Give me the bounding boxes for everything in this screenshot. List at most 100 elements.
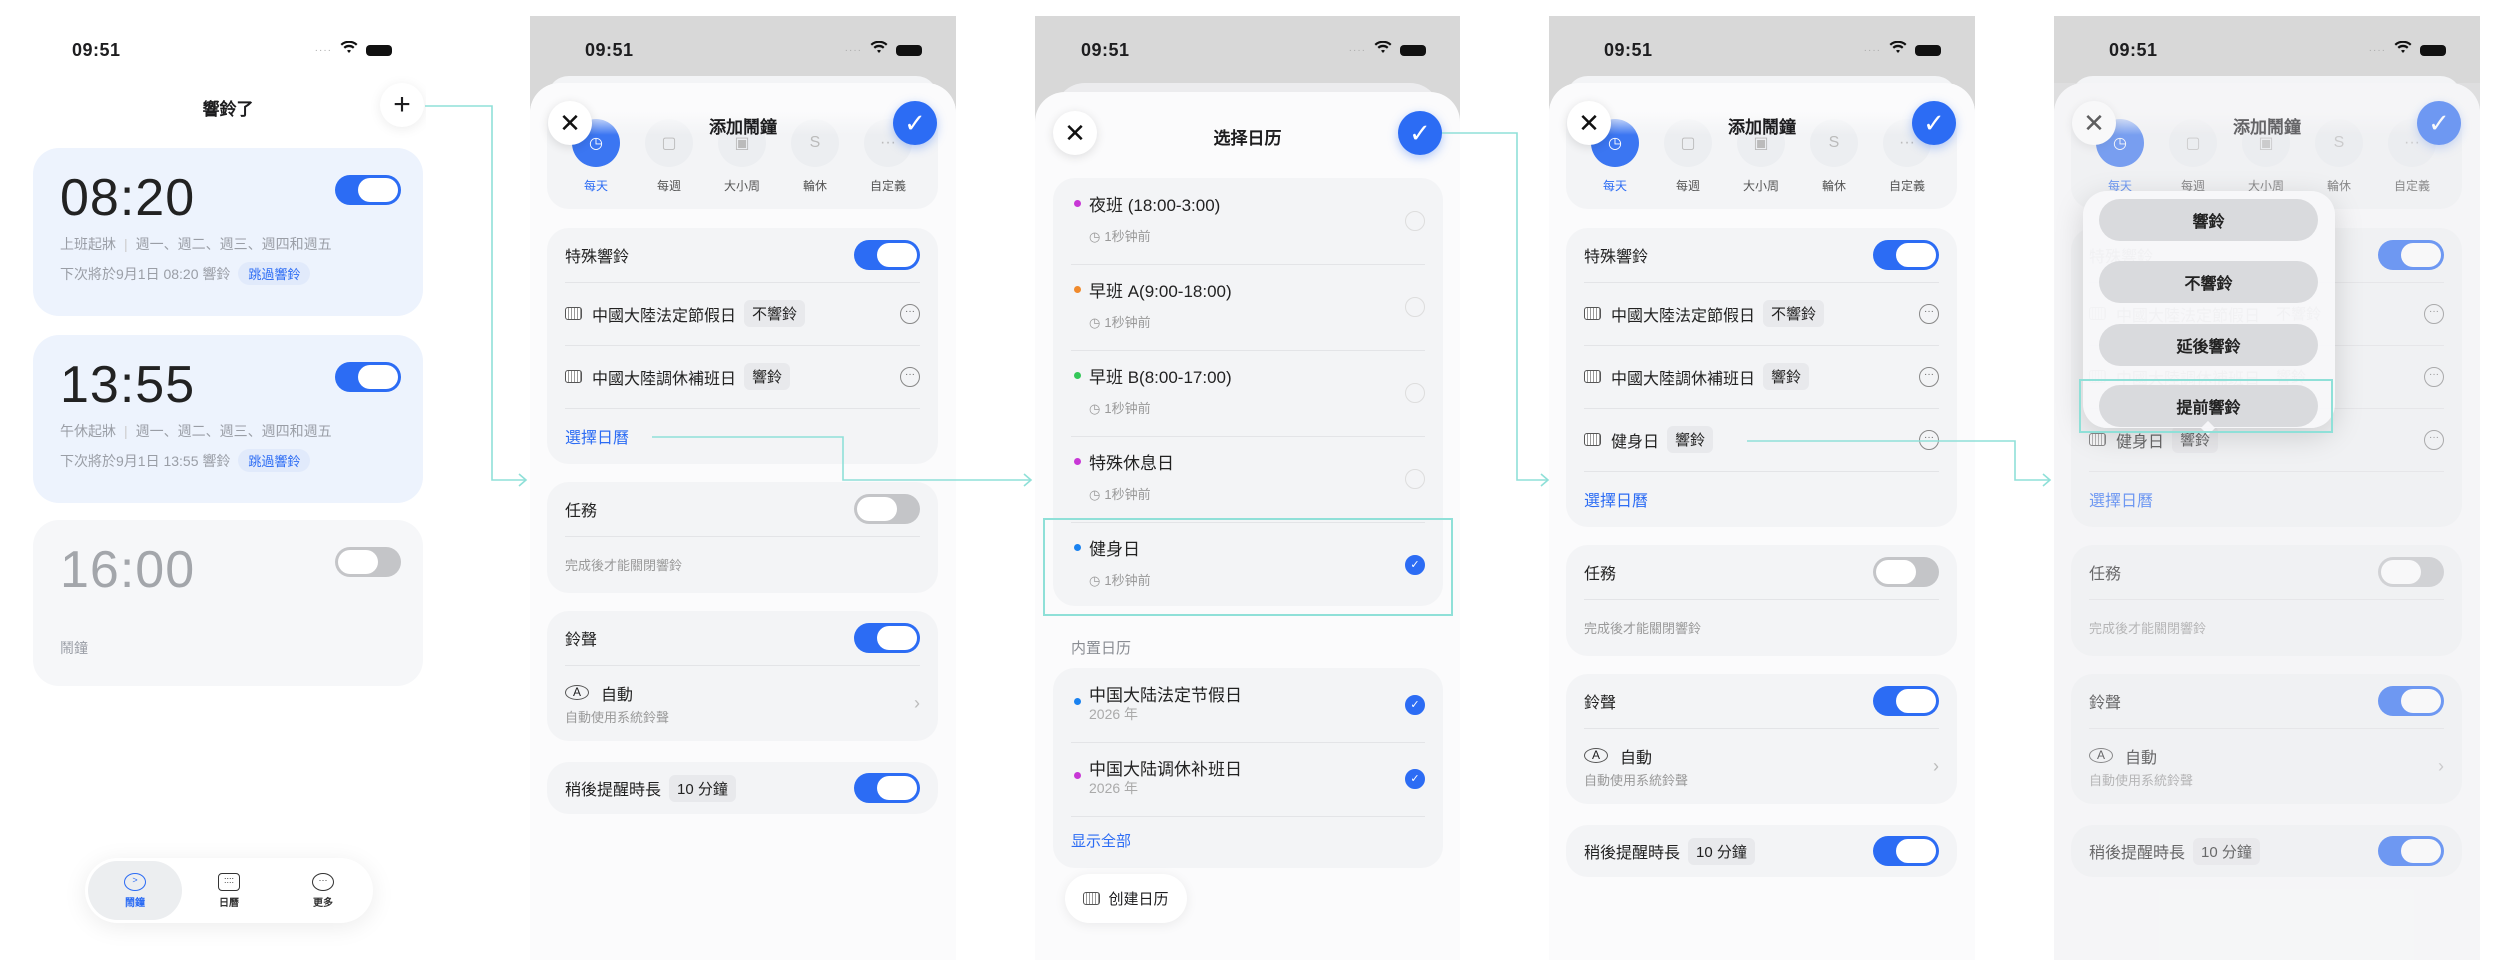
close-button[interactable]: ✕ xyxy=(548,101,592,145)
confirm-button[interactable]: ✓ xyxy=(893,101,937,145)
freq-option-3[interactable]: 輪休 xyxy=(802,179,827,193)
freq-option-1[interactable]: 每週 xyxy=(1675,179,1700,193)
freq-option-4[interactable]: 自定義 xyxy=(2393,179,2430,193)
freq-option-1[interactable]: 每週 xyxy=(2180,179,2205,193)
more-options-icon[interactable]: ··· xyxy=(1919,429,1939,450)
calendar-item[interactable]: 特殊休息日◷1秒钟前 xyxy=(1053,436,1443,522)
select-calendar-row[interactable]: 選擇日曆 xyxy=(1566,471,1957,527)
ring-mode-tag[interactable]: 響鈴 xyxy=(744,363,791,390)
close-button[interactable]: ✕ xyxy=(1053,111,1097,155)
snooze-duration[interactable]: 10 分鐘 xyxy=(2193,837,2260,865)
skip-ring-button[interactable]: 跳過響鈴 xyxy=(238,449,311,472)
special-ring-toggle[interactable] xyxy=(2378,240,2444,270)
freq-option-1[interactable]: 每週 xyxy=(656,179,681,193)
ring-mode-tag[interactable]: 響鈴 xyxy=(1763,363,1810,390)
select-calendar-row[interactable]: 選擇日曆 xyxy=(547,408,938,464)
skip-ring-button[interactable]: 跳過響鈴 xyxy=(238,262,311,285)
freq-option-3[interactable]: 輪休 xyxy=(2326,179,2351,193)
snooze-toggle[interactable] xyxy=(854,773,920,803)
ring-mode-tag[interactable]: 不響鈴 xyxy=(1763,300,1825,327)
snooze-toggle[interactable] xyxy=(2378,836,2444,866)
popup-option-3[interactable]: 提前響鈴 xyxy=(2099,385,2318,427)
calendar-item[interactable]: 早班 B(8:00-17:00)◷1秒钟前 xyxy=(1053,350,1443,436)
more-options-icon[interactable]: ··· xyxy=(2424,303,2444,324)
calendar-rule-row[interactable]: 健身日響鈴··· xyxy=(2071,408,2462,471)
task-toggle[interactable] xyxy=(854,494,920,524)
more-options-icon[interactable]: ··· xyxy=(1919,303,1939,324)
popup-option-2[interactable]: 延後響鈴 xyxy=(2099,324,2318,366)
show-all-link[interactable]: 显示全部 xyxy=(1071,833,1132,850)
freq-option-4[interactable]: 自定義 xyxy=(1888,179,1925,193)
checked-icon[interactable]: ✓ xyxy=(1405,769,1425,789)
calendar-item[interactable]: 早班 A(9:00-18:00)◷1秒钟前 xyxy=(1053,264,1443,350)
unchecked-radio[interactable] xyxy=(1405,297,1425,317)
add-alarm-button[interactable]: + xyxy=(380,83,424,127)
alarm-toggle[interactable] xyxy=(335,547,401,577)
alarm-toggle[interactable] xyxy=(335,362,401,392)
ringtone-toggle[interactable] xyxy=(854,623,920,653)
calendar-rule-row[interactable]: 健身日響鈴··· xyxy=(1566,408,1957,471)
calendar-rule-row[interactable]: 中國大陸法定節假日不響鈴··· xyxy=(1566,282,1957,345)
ring-mode-tag[interactable]: 響鈴 xyxy=(2172,426,2219,453)
freq-option-2[interactable]: 大小周 xyxy=(1742,179,1779,193)
ringtone-toggle[interactable] xyxy=(2378,686,2444,716)
unchecked-radio[interactable] xyxy=(1405,211,1425,231)
confirm-button[interactable]: ✓ xyxy=(1912,101,1956,145)
more-options-icon[interactable]: ··· xyxy=(1919,366,1939,387)
calendar-item[interactable]: 健身日◷1秒钟前✓ xyxy=(1053,522,1443,608)
freq-option-3[interactable]: 輪休 xyxy=(1821,179,1846,193)
unchecked-radio[interactable] xyxy=(1405,383,1425,403)
checked-icon[interactable]: ✓ xyxy=(1405,695,1425,715)
calendar-item[interactable]: 夜班 (18:00-3:00)◷1秒钟前 xyxy=(1053,178,1443,264)
calendar-rule-row[interactable]: 中國大陸法定節假日不響鈴··· xyxy=(547,282,938,345)
ring-mode-tag[interactable]: 響鈴 xyxy=(1667,426,1714,453)
freq-option-0[interactable]: 每天 xyxy=(1602,179,1627,193)
special-ring-toggle[interactable] xyxy=(854,240,920,270)
calendar-rule-row[interactable]: 中國大陸調休補班日響鈴··· xyxy=(1566,345,1957,408)
select-calendar-link[interactable]: 選擇日曆 xyxy=(2089,493,2154,510)
special-ring-toggle[interactable] xyxy=(1873,240,1939,270)
calendar-rule-row[interactable]: 中國大陸調休補班日響鈴··· xyxy=(547,345,938,408)
snooze-duration[interactable]: 10 分鐘 xyxy=(669,774,736,802)
task-toggle[interactable] xyxy=(1873,557,1939,587)
confirm-button[interactable]: ✓ xyxy=(1398,111,1442,155)
more-options-icon[interactable]: ··· xyxy=(900,366,920,387)
task-toggle[interactable] xyxy=(2378,557,2444,587)
create-calendar-button[interactable]: 创建日历 xyxy=(1065,874,1187,923)
checked-icon[interactable]: ✓ xyxy=(1405,555,1425,575)
confirm-button[interactable]: ✓ xyxy=(2417,101,2461,145)
select-calendar-row[interactable]: 選擇日曆 xyxy=(2071,471,2462,527)
tab-alarm-clock[interactable]: >鬧鐘 xyxy=(88,861,182,920)
snooze-toggle[interactable] xyxy=(1873,836,1939,866)
popup-option-1[interactable]: 不響鈴 xyxy=(2099,261,2318,303)
select-calendar-link[interactable]: 選擇日曆 xyxy=(565,430,630,447)
alarm-toggle[interactable] xyxy=(335,175,401,205)
tab-calendar[interactable]: ::::日曆 xyxy=(182,861,276,920)
more-options-icon[interactable]: ··· xyxy=(2424,366,2444,387)
freq-option-0[interactable]: 每天 xyxy=(583,179,608,193)
close-button[interactable]: ✕ xyxy=(2072,101,2116,145)
ring-mode-tag[interactable]: 不響鈴 xyxy=(744,300,806,327)
freq-option-0[interactable]: 每天 xyxy=(2107,179,2132,193)
freq-option-2[interactable]: 大小周 xyxy=(723,179,760,193)
freq-option-4[interactable]: 自定義 xyxy=(869,179,906,193)
unchecked-radio[interactable] xyxy=(1405,469,1425,489)
more-options-icon[interactable]: ··· xyxy=(900,303,920,324)
select-calendar-link[interactable]: 選擇日曆 xyxy=(1584,493,1649,510)
ringtone-toggle[interactable] xyxy=(1873,686,1939,716)
snooze-duration[interactable]: 10 分鐘 xyxy=(1688,837,1755,865)
popup-option-0[interactable]: 響鈴 xyxy=(2099,199,2318,241)
close-button[interactable]: ✕ xyxy=(1567,101,1611,145)
tab-more[interactable]: ···更多 xyxy=(276,861,370,920)
freq-option-2[interactable]: 大小周 xyxy=(2247,179,2284,193)
more-options-icon[interactable]: ··· xyxy=(2424,429,2444,450)
